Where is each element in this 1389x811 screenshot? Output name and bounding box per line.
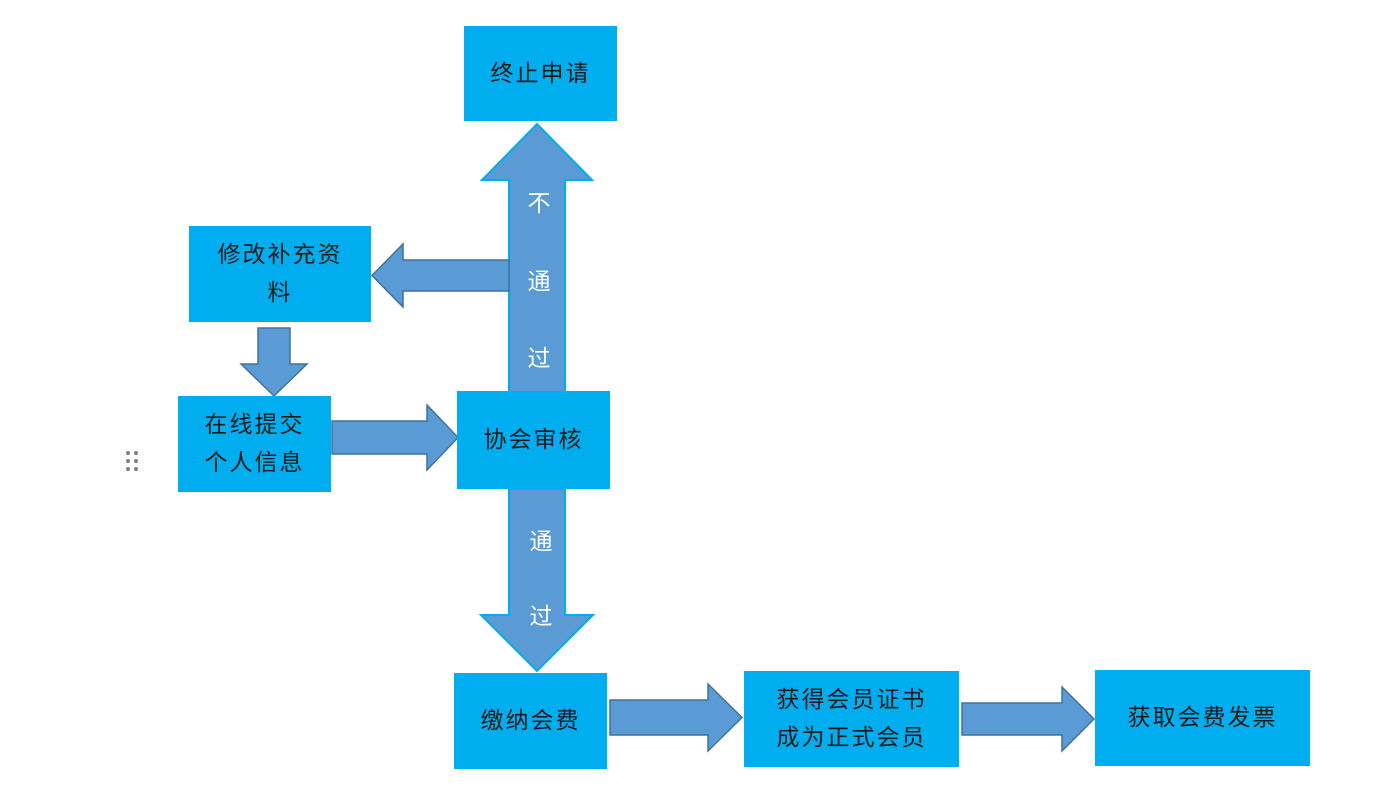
- node-revise: 修改补充资 料: [189, 226, 371, 322]
- node-pay: 缴纳会费: [454, 673, 607, 769]
- drag-handle-icon[interactable]: [125, 450, 139, 474]
- edge-reject-char-1: 不: [527, 191, 551, 217]
- node-terminate: 终止申请: [464, 26, 617, 121]
- node-submit-label-line2: 个人信息: [204, 450, 305, 476]
- node-invoice-label: 获取会费发票: [1127, 705, 1278, 731]
- node-submit: 在线提交 个人信息: [178, 396, 331, 492]
- node-terminate-label: 终止申请: [490, 60, 591, 87]
- arrow-approve-down: [478, 488, 596, 673]
- node-certificate: 获得会员证书 成为正式会员: [744, 671, 959, 767]
- node-invoice: 获取会费发票: [1095, 670, 1310, 766]
- edge-reject-char-3: 过: [527, 346, 551, 372]
- edge-reject-char-2: 通: [527, 269, 551, 295]
- edge-approve-char-1: 通: [529, 529, 553, 555]
- node-revise-label-line2: 料: [267, 280, 293, 306]
- arrow-certificate-to-invoice: [961, 685, 1096, 753]
- node-certificate-label-line2: 成为正式会员: [776, 725, 927, 751]
- node-review-label: 协会审核: [483, 427, 584, 453]
- arrow-reject-up: [479, 122, 595, 393]
- node-certificate-label-line1: 获得会员证书: [776, 687, 927, 713]
- arrow-pay-to-certificate: [609, 682, 744, 753]
- node-revise-label-line1: 修改补充资: [217, 242, 343, 268]
- node-submit-label-line1: 在线提交: [204, 412, 305, 438]
- arrow-revise-to-submit: [239, 327, 309, 398]
- arrow-submit-to-review: [331, 403, 460, 472]
- arrow-to-revise: [370, 242, 510, 309]
- edge-approve-char-2: 过: [529, 604, 553, 630]
- node-review: 协会审核: [457, 391, 610, 489]
- node-pay-label: 缴纳会费: [480, 708, 581, 734]
